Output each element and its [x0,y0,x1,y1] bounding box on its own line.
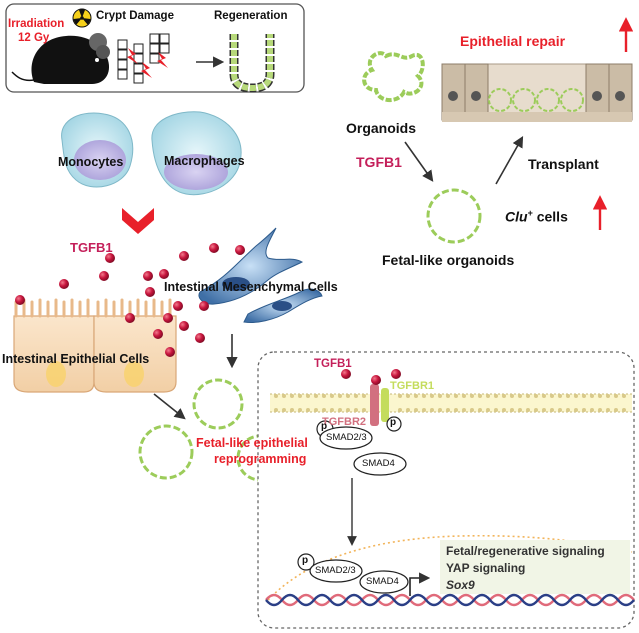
output-panel [440,540,630,594]
organoid-icon [362,51,425,102]
tgfb1-label-left: TGFB1 [70,240,113,255]
fetal-organoid-icon [426,188,482,244]
smad23-node-bottom [309,559,363,583]
organoids-label: Organoids [346,120,417,136]
smad4-node-top [353,452,407,476]
smad4-node-bottom [359,570,409,594]
mouse-icon [11,33,110,84]
smad4-label-bottom: SMAD4 [366,576,399,587]
fetal-like-organoids-label: Fetal-like organoids [382,252,515,268]
tgfb1-label-organoid: TGFB1 [356,154,402,170]
damaged-crypt-icon [117,33,170,84]
receptor-phospho-badge [386,416,402,432]
fetal-regenerative-signaling-label: Fetal/regenerative signaling [446,544,605,558]
clu-gene-name: Clu [505,208,528,225]
radiation-icon [72,8,92,28]
regenerated-crypt-icon [229,34,275,93]
smad23-node-top [319,426,373,450]
mesenchymal-cell [198,227,323,323]
transcription-start-arrow [409,572,431,596]
dna-helix-icon [265,593,635,607]
yap-signaling-label: YAP signaling [446,561,526,575]
monocyte-cell [61,112,134,188]
macrophage-cell [151,111,242,196]
crypt-damage-label: Crypt Damage [96,10,174,22]
smad4-label-top: SMAD4 [362,458,395,469]
monocytes-label: Monocytes [58,155,124,169]
epithelial-cells-label: Intestinal Epithelial Cells [2,352,150,366]
signaling-ligands [341,369,401,385]
sox9-label: Sox9 [446,578,475,592]
smad-phospho-badge-bottom [297,553,315,571]
cell-membrane [270,393,632,413]
clu-cells-label: Clu+ cells [505,208,568,225]
smad23-label-top: SMAD2/3 [326,432,367,443]
receptor-phospho-label: p [390,417,397,428]
reprogramming-label-line2: reprogramming [214,452,307,466]
smad-phospho-label-top: p [321,421,328,432]
organoid-to-fetal-arrow [404,141,434,182]
tgfb1-ligands [15,243,245,357]
mesenchymal-cells-label: Intestinal Mesenchymal Cells [164,280,338,294]
epithelial-repair-label: Epithelial repair [460,33,566,49]
transplant-arrow [495,136,524,185]
tgfbr2-label: TGFBR2 [322,416,366,428]
tgfbr1-receptor [381,388,389,422]
macrophages-label: Macrophages [164,154,245,168]
tgfb1-label-signaling: TGFB1 [314,358,352,370]
regeneration-label: Regeneration [214,10,288,22]
smad23-label-bottom: SMAD2/3 [315,565,356,576]
epithelial-to-reprogramming-arrow [153,393,186,420]
repaired-epithelium-icon [441,63,633,122]
secretion-chevron-icon [122,208,154,234]
reprogramming-label-line1: Fetal-like epithelial [196,436,308,450]
clu-superscript: + [527,208,533,218]
irradiation-label: Irradiation [8,18,65,30]
epithelial-cells [13,298,177,393]
smad-phospho-label-bottom: p [302,555,309,566]
tgfbr1-label: TGFBR1 [390,380,434,392]
tgfbr2-receptor [370,384,379,426]
clu-cells-word: cells [536,208,568,225]
dose-label: 12 Gy [18,32,50,44]
transplant-label: Transplant [528,156,599,172]
